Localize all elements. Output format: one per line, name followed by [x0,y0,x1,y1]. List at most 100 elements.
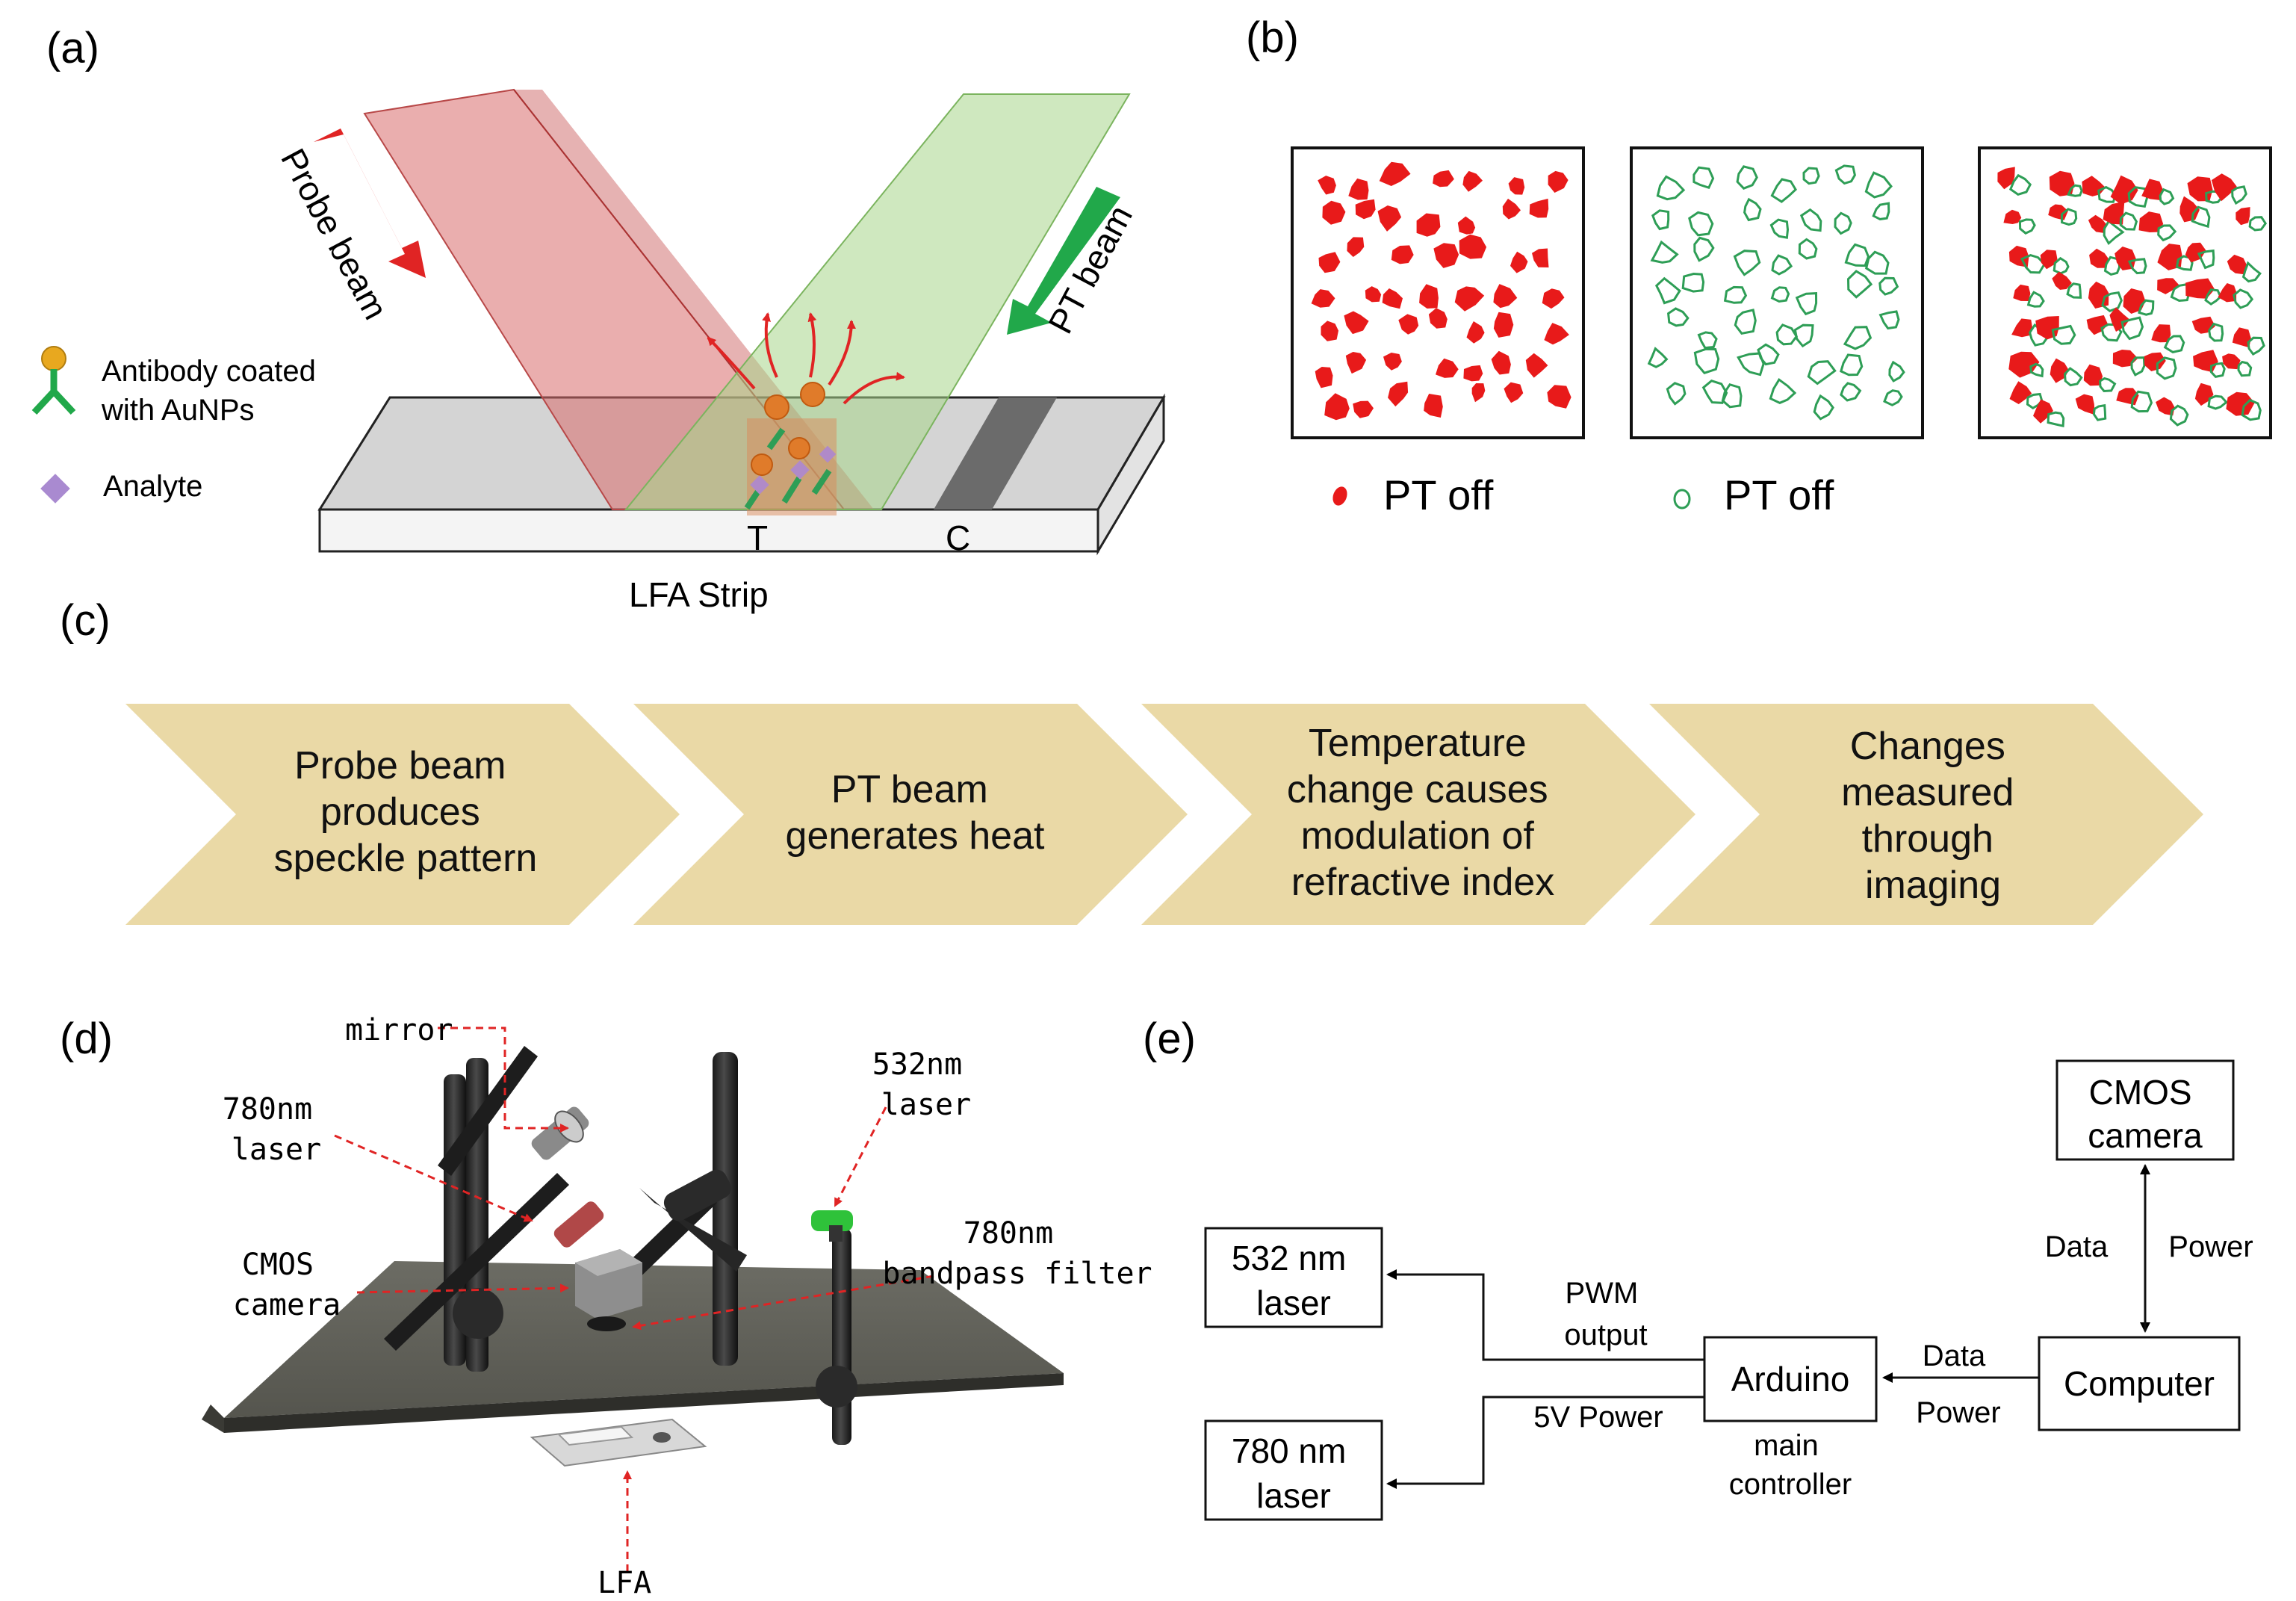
chevron-step-3 [1141,704,1695,925]
speckle-green [1701,380,1728,404]
speckle-green [2248,216,2268,232]
speckle-red [1416,213,1441,237]
speckle-green [1693,347,1720,375]
speckle-red [2009,381,2032,404]
legend-antibody: Antibody coated with AuNPs [31,346,316,427]
speckle-green [2051,324,2076,345]
speckle-red [1311,289,1335,308]
speckle-green [1666,382,1687,406]
speckle-green [2060,208,2078,226]
control-line-label: C [946,518,970,557]
panel-d-letter: (d) [60,1015,113,1063]
speckle-green [2120,316,2144,341]
speckle-red [2236,207,2250,226]
speckle-green [1799,208,1822,232]
speckle-red [2226,391,2255,416]
speckle-red [1502,198,1521,220]
panel-b: (b) PT off PT off [1246,13,2272,518]
speckle-green [1878,276,1899,296]
legend-pt-off-red: PT off [1332,471,1494,518]
laser-532-box-label: 532 nm laser [1232,1239,1356,1322]
laser-780-module [553,1201,604,1248]
speckle-red [2222,353,2241,370]
speckle-green [1770,286,1790,303]
speckles-combined [1997,167,2268,428]
speckle-green [2103,219,2125,246]
speckle-green [1802,167,1820,185]
speckle-red [1348,178,1369,200]
speckle-red [2075,394,2095,415]
speckle-red [1548,170,1569,193]
speckle-red [1510,251,1528,273]
speckle-red [2179,196,2200,223]
legend-antibody-line1: Antibody coated [102,355,316,388]
computer-box [2038,1336,2241,1431]
speckle-green [2163,335,2185,353]
legend-pt-off-green: PT off [1673,471,1834,518]
speckle-green [2241,398,2262,421]
speckle-red [2103,201,2125,225]
speckle-red [1344,311,1369,335]
speckle-green [1743,197,1762,222]
speckle-red [1493,312,1514,338]
speckle-red [1424,394,1443,418]
speckle-red [1433,243,1459,268]
mirror-label: mirror [345,1013,453,1047]
speckle-green [1775,323,1799,346]
chevron-step-2 [633,704,1188,925]
speckle-green [1888,360,1905,383]
arduino-box-label: Arduino [1731,1360,1850,1399]
speckle-green [2169,404,2189,427]
speckle-red [2144,352,2166,371]
speckle-green [2047,411,2065,428]
speckle-green [1839,353,1864,377]
speckle-red [2040,250,2058,270]
speckle-red [2003,209,2022,224]
speckles-green [1647,164,1905,421]
speckle-red [1391,245,1414,264]
process-chevrons [125,704,2203,925]
speckle-green [1872,202,1890,220]
panel-c: (c) Probe beam produces speckle pattern … [60,596,2203,925]
speckle-green [1840,382,1862,402]
speckle-red [2110,175,2138,205]
speckles-red [1311,161,1571,421]
cmos-camera-module [575,1249,642,1331]
speckle-green [2127,258,2147,275]
speckle-red [1324,393,1350,421]
speckle-red [1345,352,1367,374]
speckle-red [2109,307,2130,332]
speckle-green [2066,282,2082,299]
pwm-output-label: PWM output [1564,1277,1647,1351]
speckle-green [2204,288,2222,306]
speckle-green [1697,331,1718,350]
laser-780-label: 780nm laser [223,1092,331,1167]
speckle-green [2233,288,2254,309]
speckle-red [1433,170,1454,188]
speckle-green [1795,292,1818,316]
speckle-red [1347,237,1365,257]
speckle-red [2049,170,2075,196]
speckle-green [1723,285,1748,304]
lfa-strip-label: LFA Strip [629,575,769,614]
speckle-red [2033,399,2053,424]
speckle-green [1813,394,1834,421]
speckle-red [2013,284,2031,301]
speckle-red [1318,252,1341,273]
speckle-green [1654,276,1681,305]
probe-beam-arrow [314,128,426,278]
speckle-green [1688,211,1714,237]
speckle-green [1793,323,1814,348]
speckle-green [2191,205,2211,229]
legend-pt-off-green-label: PT off [1724,471,1834,518]
speckle-red [2218,283,2237,303]
speckle-red [2211,173,2237,202]
speckle-red [2052,271,2072,290]
speckle-red [1463,365,1483,382]
speckle-red [2227,254,2247,275]
speckle-green [1844,243,1870,267]
step-4-text: Changes measured through imaging [1841,725,2025,907]
speckle-red [2088,214,2107,233]
speckle-red [1544,323,1569,345]
speckle-red [1315,367,1333,388]
